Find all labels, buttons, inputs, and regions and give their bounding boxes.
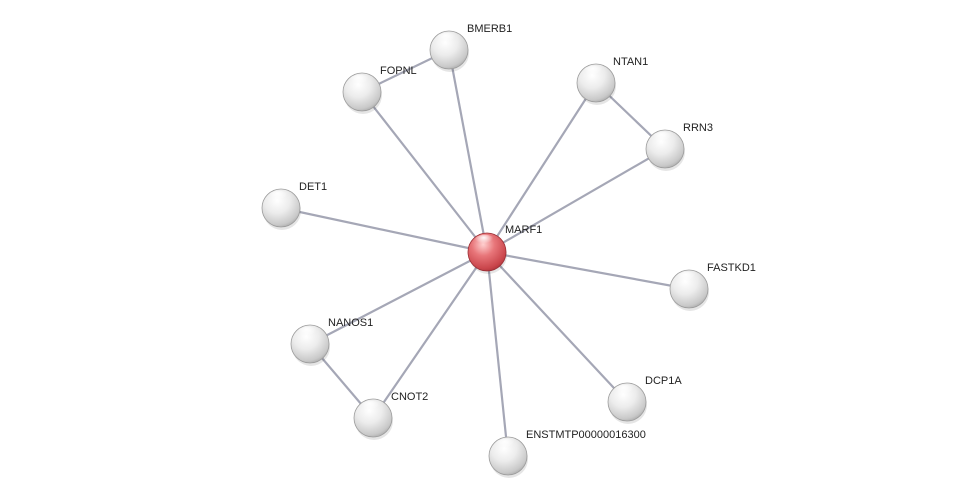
node-label-bmerb1: BMERB1 [467, 23, 512, 35]
edge-marf1-rrn3 [485, 147, 667, 254]
node-highlight [494, 438, 518, 454]
node-label-cnot2: CNOT2 [391, 391, 428, 403]
node-highlight [582, 65, 606, 81]
node-marf1[interactable]: MARF1 [467, 224, 542, 274]
node-fopnl[interactable]: FOPNL [342, 65, 417, 114]
edge-marf1-bmerb1 [447, 48, 489, 254]
edge-marf1-cnot2 [371, 250, 489, 420]
node-label-marf1: MARF1 [505, 224, 542, 236]
node-highlight [348, 74, 372, 90]
node-label-fopnl: FOPNL [380, 65, 417, 77]
node-label-det1: DET1 [299, 181, 327, 193]
node-label-dcp1a: DCP1A [645, 375, 682, 387]
node-det1[interactable]: DET1 [261, 181, 327, 230]
node-label-nanos1: NANOS1 [328, 317, 373, 329]
edge-marf1-det1 [279, 206, 489, 254]
edge-marf1-dcp1a [485, 250, 629, 404]
edge-marf1-fopnl [360, 90, 489, 254]
node-label-ntan1: NTAN1 [613, 56, 648, 68]
node-label-enstmtp00000016300: ENSTMTP00000016300 [526, 429, 646, 441]
node-highlight [359, 400, 383, 416]
node-enstmtp00000016300[interactable]: ENSTMTP00000016300 [488, 429, 646, 478]
node-nanos1[interactable]: NANOS1 [290, 317, 373, 366]
node-ntan1[interactable]: NTAN1 [576, 56, 648, 105]
node-fastkd1[interactable]: FASTKD1 [669, 262, 756, 311]
node-highlight [435, 32, 459, 48]
node-highlight [267, 190, 291, 206]
edge-marf1-nanos1 [308, 250, 489, 346]
node-highlight [613, 384, 637, 400]
node-highlight [675, 271, 699, 287]
node-dcp1a[interactable]: DCP1A [607, 375, 682, 424]
node-highlight [651, 131, 675, 147]
node-label-rrn3: RRN3 [683, 122, 713, 134]
node-rrn3[interactable]: RRN3 [645, 122, 713, 171]
edge-marf1-fastkd1 [485, 250, 691, 291]
node-label-fastkd1: FASTKD1 [707, 262, 756, 274]
node-highlight [296, 326, 320, 342]
edge-marf1-ntan1 [485, 81, 598, 254]
edge-marf1-enstmtp00000016300 [485, 250, 510, 458]
node-bmerb1[interactable]: BMERB1 [429, 23, 512, 72]
node-highlight [473, 234, 497, 250]
node-cnot2[interactable]: CNOT2 [353, 391, 428, 440]
